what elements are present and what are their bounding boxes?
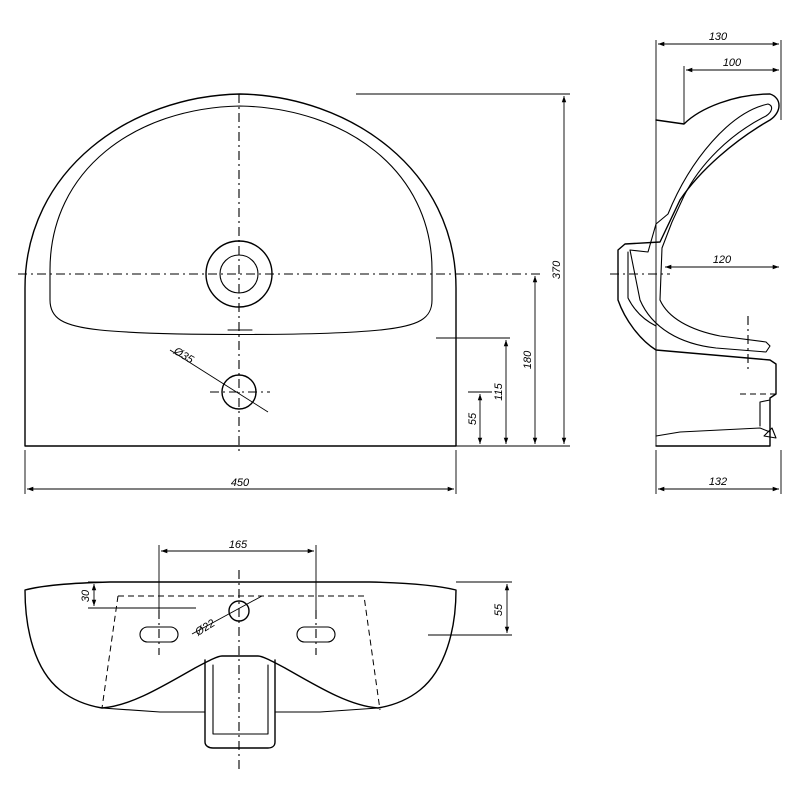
bottom-skirt-right: [274, 707, 379, 713]
side-lower-notch: [759, 399, 771, 427]
front-view: 450 370 180 115 55 Ø35: [18, 93, 570, 494]
side-rim-detail: [627, 251, 657, 327]
bottom-hole-label: Ø22: [192, 617, 217, 639]
dim-370-label: 370: [551, 260, 563, 279]
dim-450-label: 450: [231, 477, 250, 489]
dim-165-label: 165: [229, 539, 248, 551]
bottom-outer-contour: [24, 581, 457, 709]
side-foot-marker: [763, 427, 777, 439]
bottom-hole-leader: [191, 595, 263, 635]
bottom-skirt-left: [101, 707, 206, 713]
dim-180-label: 180: [522, 350, 534, 369]
dim-55-label: 55: [467, 412, 479, 425]
dim-130-label: 130: [709, 31, 728, 43]
front-outer-contour: [24, 93, 457, 447]
side-view: 130 100 120 132: [610, 31, 782, 494]
side-base-step: [655, 427, 771, 437]
dim-100-label: 100: [723, 57, 742, 69]
bottom-siphon-inner: [212, 664, 269, 735]
dim-55b-label: 55: [493, 603, 505, 616]
front-bowl-rim: [49, 105, 433, 336]
dim-115-label: 115: [493, 382, 505, 400]
bottom-siphon-channel: [204, 659, 276, 749]
tap-hole-leader: [169, 349, 269, 413]
side-outer-profile: [617, 93, 780, 447]
side-inner-profile: [629, 103, 773, 353]
dim-30-label: 30: [80, 589, 92, 602]
tap-hole-label: Ø35: [171, 345, 197, 367]
bottom-hidden-outline: [101, 595, 381, 711]
dim-120-label: 120: [713, 254, 732, 266]
bottom-view: 165 30 55 Ø22: [24, 539, 512, 770]
dim-132-label: 132: [709, 476, 727, 488]
